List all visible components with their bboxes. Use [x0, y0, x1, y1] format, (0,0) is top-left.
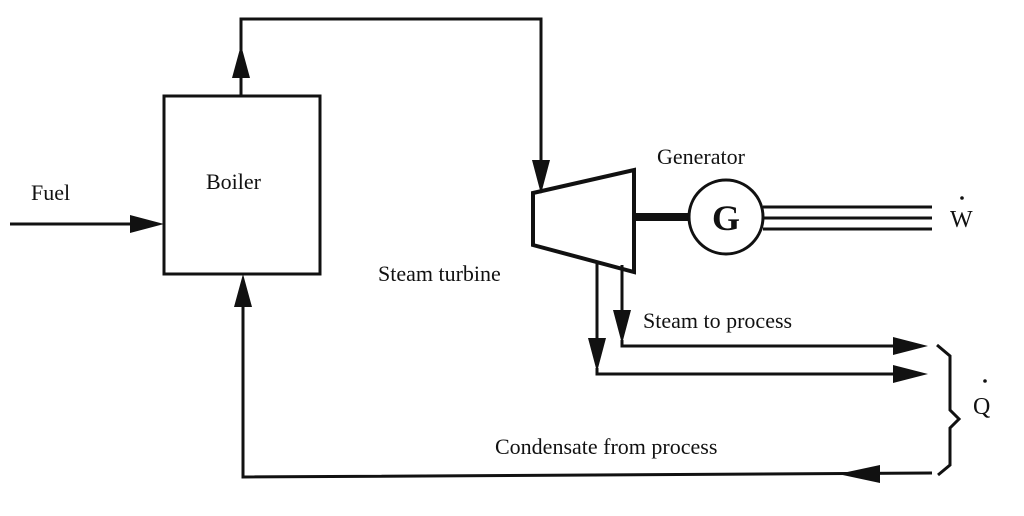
- heat-output-brace: [936, 343, 962, 477]
- work-output-label: W: [950, 207, 973, 233]
- process-steam-arrow-1-icon: [613, 310, 631, 344]
- generator-label: Generator: [657, 144, 746, 169]
- condensate-arrow-icon: [838, 465, 880, 483]
- power-output-lines: [763, 205, 932, 231]
- fuel-arrow-icon: [130, 215, 164, 233]
- fuel-label: Fuel: [31, 180, 70, 205]
- steam-to-process-label: Steam to process: [643, 308, 792, 333]
- boiler-label: Boiler: [206, 169, 262, 194]
- heat-output-label: Q: [973, 394, 990, 420]
- process-steam-arrow-right-1-icon: [893, 337, 928, 355]
- steam-up-arrow-icon: [232, 45, 250, 78]
- steam-turbine: [531, 167, 636, 275]
- process-steam-arrow-right-2-icon: [893, 365, 928, 383]
- condensate-label: Condensate from process: [495, 434, 717, 459]
- steam-supply-line: [232, 17, 550, 194]
- process-steam-arrow-2-icon: [588, 338, 606, 372]
- steam-turbine-label: Steam turbine: [378, 261, 501, 286]
- work-dot-icon: [960, 196, 964, 200]
- condensate-return-line: [234, 274, 933, 483]
- fuel-stream: [10, 215, 164, 233]
- turbine-inlet-arrow-icon: [532, 160, 550, 194]
- boiler-return-arrow-icon: [234, 274, 252, 307]
- steam-to-process-lines: [588, 262, 928, 383]
- generator-symbol: G: [712, 198, 740, 238]
- heat-dot-icon: [983, 379, 987, 383]
